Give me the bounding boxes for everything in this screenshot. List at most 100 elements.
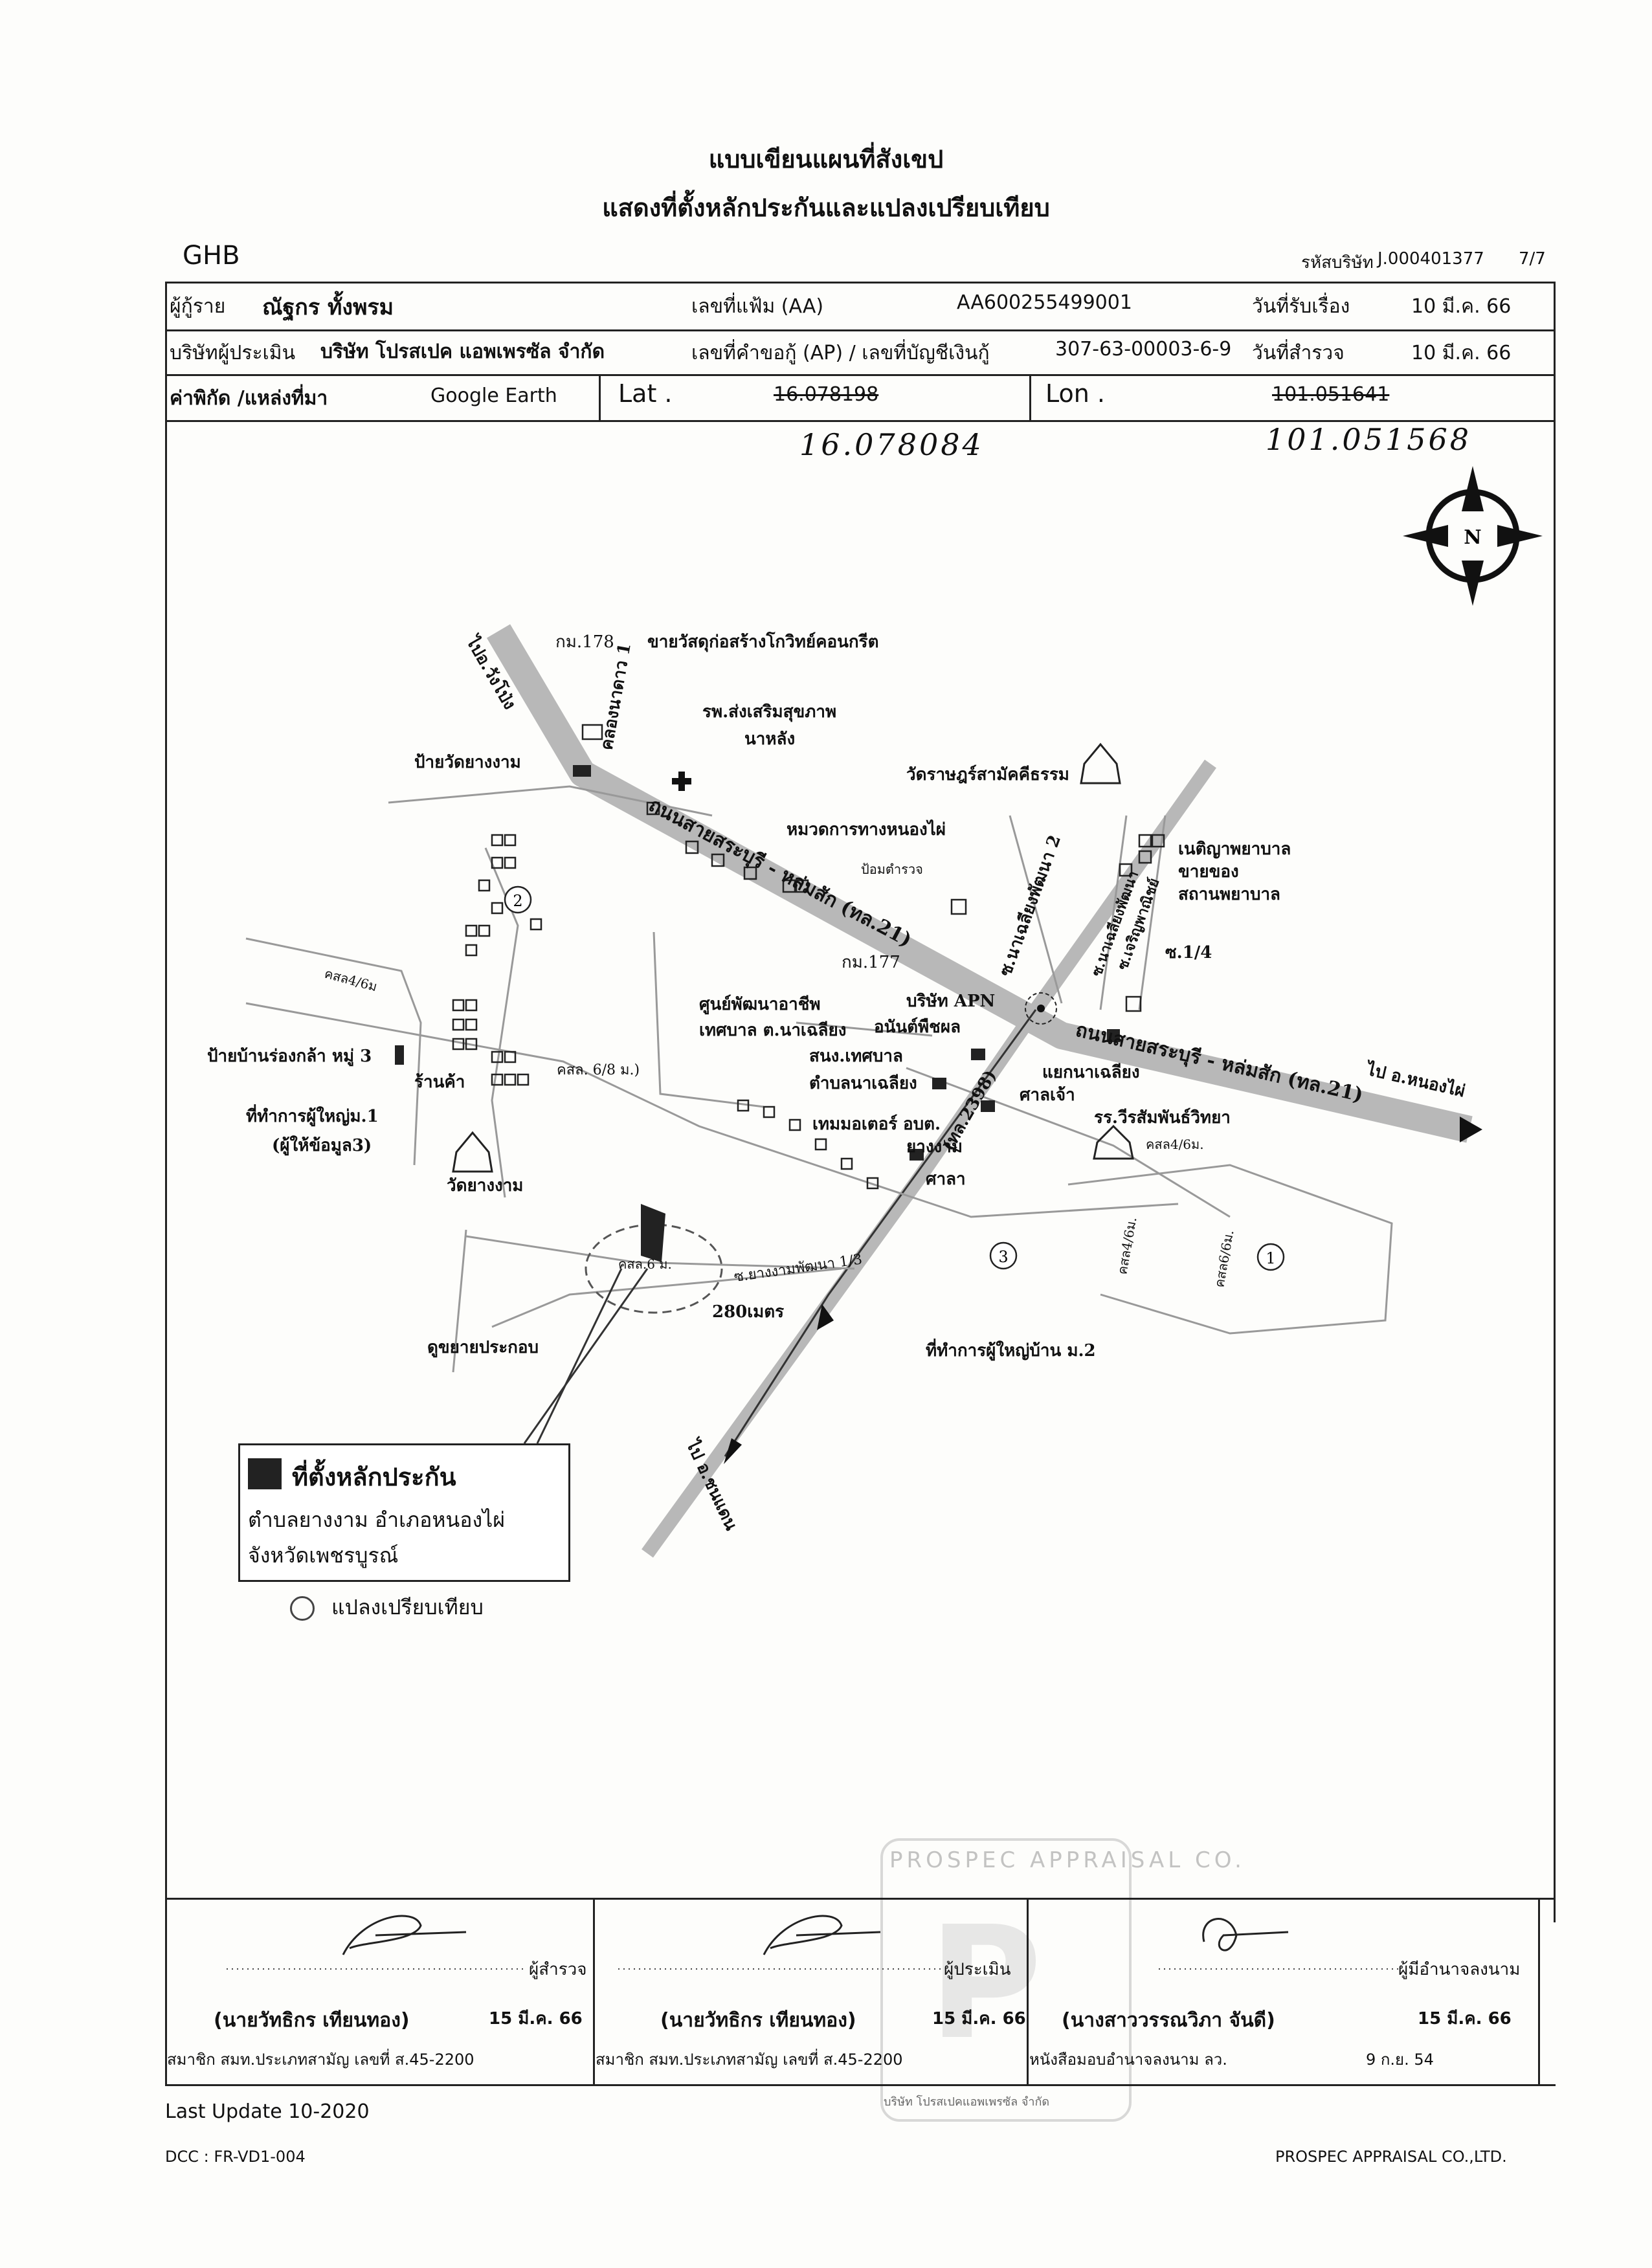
- map-sign-rong-kla: ป้ายบ้านร่องกล้า หมู่ 3: [207, 1047, 372, 1067]
- dark-buildings: [395, 765, 1120, 1161]
- lon-original: 101.051641: [1272, 383, 1390, 406]
- comparison-2: 2: [513, 892, 522, 910]
- survey-date: 10 มี.ค. 66: [1411, 342, 1512, 364]
- lat-handwritten: 16.078084: [799, 427, 984, 462]
- map-legend: ที่ตั้งหลักประกัน ตำบลยางงาม อำเภอหนองไผ…: [238, 1443, 570, 1582]
- surveyor-name: (นายวัทธิกร เทียนทอง): [214, 2009, 410, 2032]
- appraiser-member: สมาชิก สมท.ประเภทสามัญ เลขที่ ส.45-2200: [596, 2051, 903, 2069]
- last-update: Last Update 10-2020: [165, 2100, 370, 2123]
- map-km177: กม.177: [842, 953, 900, 972]
- map-wat-sign: ป้ายวัดยางงาม: [414, 753, 521, 772]
- lat-label: Lat .: [618, 379, 673, 408]
- zoom-circle: [585, 1223, 723, 1314]
- map-khsl-b: คสล. 6/8 ม.): [557, 1062, 640, 1078]
- map-police: ป้อมตำรวจ: [861, 862, 923, 877]
- stamp-text: PROSPEC APPRAISAL CO.: [889, 1847, 1245, 1873]
- comparison-legend-icon: [290, 1596, 315, 1621]
- legend-address-1: ตำบลยางงาม อำเภอหนองไผ่: [248, 1507, 505, 1532]
- map-hospital-2: นาหลัง: [744, 729, 795, 749]
- map-village-office-1a: ที่ทำการผู้ใหญ่ม.1: [246, 1104, 379, 1127]
- temple-icon: [452, 742, 1134, 1173]
- map-shop: ร้านค้า: [414, 1073, 465, 1092]
- compass-n-label: N: [1464, 526, 1481, 549]
- lon-handwritten: 101.051568: [1266, 422, 1472, 457]
- legend-collateral: ที่ตั้งหลักประกัน: [292, 1463, 456, 1491]
- signature-3: [1202, 1918, 1289, 1951]
- appraiser-role: ผู้ประเมิน: [944, 1960, 1011, 1979]
- lon-label: Lon .: [1045, 379, 1105, 408]
- minor-roads: [245, 785, 1393, 1373]
- footer-company: PROSPEC APPRAISAL CO.,LTD.: [1275, 2148, 1507, 2166]
- borrower-name: ณัฐกร ทั้งพรม: [262, 295, 394, 320]
- map-highway-dept: หมวดการทางหนองไผ่: [787, 819, 946, 839]
- stamp-company: บริษัท โปรสเปคแอพเพรซัล จำกัด: [884, 2095, 1050, 2109]
- map-municipality: เทศบาล ต.นาเฉลียง: [699, 1021, 846, 1040]
- map-yang-ngam: ยางงาม: [906, 1137, 963, 1157]
- map-soi-c: ซ.1/4: [1165, 943, 1212, 962]
- lat-original: 16.078198: [774, 383, 879, 406]
- authorized-member: หนังสือมอบอำนาจลงนาม ลว.: [1029, 2051, 1227, 2069]
- map-clinic-1: เนติญาพยาบาล: [1178, 839, 1291, 859]
- map-sala: ศาลา: [926, 1170, 966, 1189]
- signature-2: [763, 1915, 881, 1955]
- signature-1: [342, 1915, 467, 1955]
- collateral-swatch: [248, 1458, 282, 1489]
- collateral-plot: [641, 1204, 665, 1262]
- surveyor-member: สมาชิก สมท.ประเภทสามัญ เลขที่ ส.45-2200: [167, 2051, 474, 2069]
- map-muni-office: สนง.เทศบาล: [809, 1047, 903, 1066]
- appraiser-date: 15 มี.ค. 66: [932, 2009, 1026, 2029]
- appraiser-name: (นายวัทธิกร เทียนทอง): [660, 2009, 856, 2032]
- map-hospital-sub: อบต.: [903, 1115, 941, 1134]
- comparison-markers: 2 3 1: [504, 885, 1285, 1271]
- map-wat-rat: วัดราษฎร์สามัคคีธรรม: [906, 764, 1069, 784]
- company-code-label: รหัสบริษัท: [1301, 253, 1374, 272]
- map-khsl-f: คสล.6 ม.: [618, 1256, 672, 1272]
- authorized-role: ผู้มีอำนาจลงนาม: [1398, 1960, 1521, 1979]
- map-dirt-extension: ดูขยายประกอบ: [427, 1338, 539, 1358]
- map-wat-yang-ngam: วัดยางงาม: [447, 1176, 523, 1195]
- comparison-3: 3: [998, 1248, 1008, 1266]
- surveyor-date: 15 มี.ค. 66: [489, 2009, 583, 2029]
- map-village-office-1b: (ผู้ให้ข้อมูล3): [272, 1135, 372, 1156]
- document-code: DCC : FR-VD1-004: [165, 2148, 306, 2166]
- survey-date-label: วันที่สำรวจ: [1252, 342, 1345, 364]
- comparison-1: 1: [1266, 1249, 1275, 1267]
- title-line-2: แสดงที่ตั้งหลักประกันและแปลงเปรียบเทียบ: [602, 194, 1050, 222]
- authorized-date: 15 มี.ค. 66: [1418, 2009, 1512, 2029]
- file-number: AA600255499001: [957, 291, 1132, 314]
- authorized-member-date: 9 ก.ย. 54: [1366, 2051, 1434, 2069]
- request-number-label: เลขที่คำขอกู้ (AP) / เลขที่บัญชีเงินกู้: [691, 342, 990, 364]
- file-number-label: เลขที่แฟ้ม (AA): [691, 295, 824, 318]
- map-hospital-1: รพ.ส่งเสริมสุขภาพ: [702, 702, 836, 722]
- map-clinic-2: ขายของ: [1178, 862, 1239, 882]
- map-school: รร.วีรสัมพันธ์วิทยา: [1094, 1107, 1231, 1128]
- highway-21: [486, 624, 1482, 1143]
- compass-icon: N: [1403, 466, 1543, 606]
- company-stamp: PROSPEC APPRAISAL CO. P: [880, 1838, 1242, 2122]
- map-shrine: ศาลเจ้า: [1020, 1085, 1075, 1105]
- map-khsl-c: คสล4/6ม.: [1146, 1137, 1204, 1152]
- bank-name: GHB: [183, 241, 240, 271]
- title-line-1: แบบเขียนแผนที่สังเขป: [708, 145, 944, 173]
- map-concrete-shop: ขายวัสดุก่อสร้างโกวิทย์คอนกรีต: [647, 631, 879, 652]
- map-distance: 280เมตร: [712, 1302, 784, 1322]
- map-junction: แยกนาเฉลียง: [1042, 1063, 1140, 1082]
- appraiser-company: บริษัท โปรสเปค แอพเพรซัล จำกัด: [320, 340, 605, 363]
- hospital-icon: [672, 772, 691, 791]
- coordinate-source: Google Earth: [430, 384, 557, 407]
- map-clinic-3: สถานพยาบาล: [1178, 885, 1280, 904]
- map-km178: กม.178: [555, 632, 614, 652]
- received-date: 10 มี.ค. 66: [1411, 295, 1512, 318]
- authorized-name: (นางสาววรรณวิภา จันดี): [1062, 2009, 1275, 2032]
- appraiser-label: บริษัทผู้ประเมิน: [170, 342, 296, 364]
- page-number: 7/7: [1519, 249, 1546, 269]
- legend-address-2: จังหวัดเพชรบูรณ์: [248, 1543, 399, 1568]
- map-village-office-2: ที่ทำการผู้ใหญ่บ้าน ม.2: [926, 1338, 1096, 1361]
- map-garage: เทมมอเตอร์: [812, 1114, 897, 1134]
- surveyor-role: ผู้สำรวจ: [529, 1960, 587, 1979]
- borrower-label: ผู้กู้ราย: [170, 295, 226, 318]
- company-code: J.000401377: [1378, 249, 1484, 269]
- request-number: 307-63-00003-6-9: [1055, 338, 1232, 361]
